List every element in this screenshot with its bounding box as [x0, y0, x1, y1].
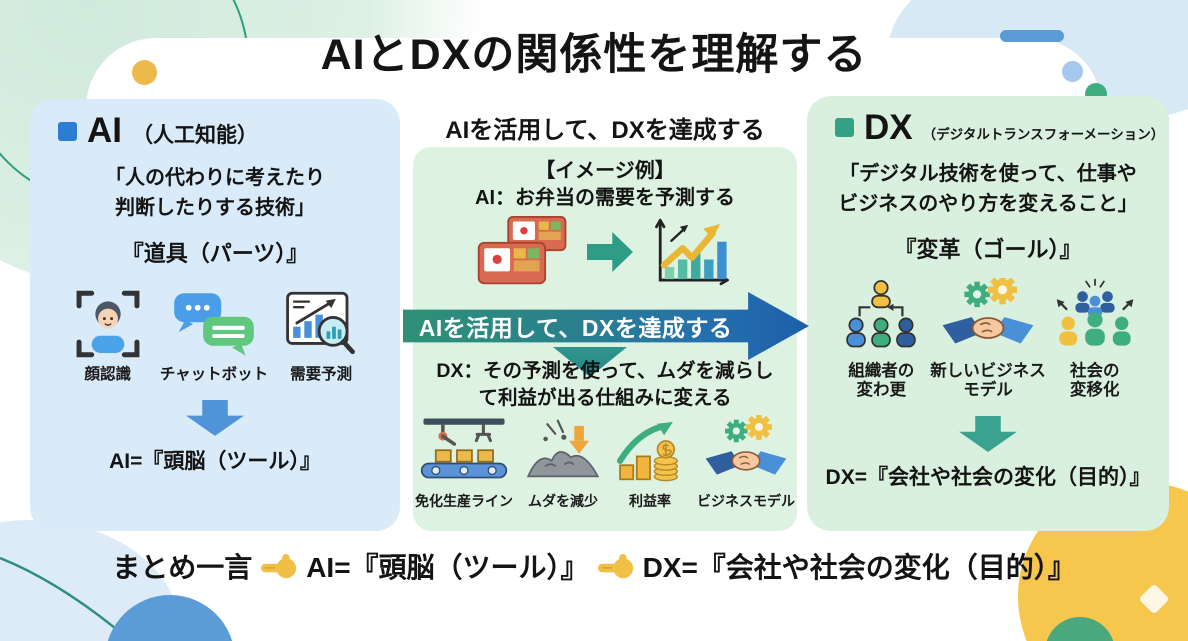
summary-ai: AI=『頭脳（ツール）』	[306, 552, 589, 583]
down-arrow-icon	[186, 399, 244, 436]
handshake-gears-icon	[942, 278, 1034, 344]
icon-label: ビジネスモデル	[697, 493, 795, 509]
business-model-item: ビジネスモデル	[697, 415, 795, 509]
icon-label: 組織者の 変わ更	[848, 362, 914, 400]
blue-square-bullet-icon	[58, 121, 77, 141]
summary-dx: DX=『会社や社会の変化（目的）』	[642, 552, 1076, 583]
summary-line: まとめ一言 AI=『頭脳（ツール）』 DX=『会社や社会の変化（目的）』	[0, 546, 1188, 586]
teal-square-bullet-icon	[835, 118, 854, 137]
pointing-hand-icon	[261, 553, 297, 580]
page-title: AIとDXの関係性を理解する	[320, 31, 868, 79]
dx-panel-header: DX （デジタルトランスフォーメーション）	[807, 96, 1169, 145]
ai-role: 『道具（パーツ）』	[121, 241, 309, 266]
face-recognition-icon	[76, 290, 140, 358]
ai-definition-line2: 判断したりする技術」	[115, 197, 315, 219]
ai-panel-header: AI （人工知能）	[30, 99, 400, 149]
icon-label-line1: 社会の	[1070, 362, 1120, 380]
society-change-item: 社会の 変移化	[1054, 278, 1136, 400]
waste-reduction-item: ムダを減少	[523, 415, 603, 509]
profit-item: 利益率	[613, 415, 687, 509]
ai-example-demand-forecast: 需要予測	[282, 284, 360, 384]
teal-curve-decoration	[0, 556, 116, 629]
dx-definition: 「デジタル技術を使って、仕事や ビジネスのやり方を変えること」	[807, 159, 1169, 219]
icon-label: 需要予測	[290, 366, 353, 383]
ai-definition: 「人の代わりに考えたり 判断したりする技術」	[30, 163, 400, 223]
dx-conclusion: DX=『会社や社会の変化（目的）』	[825, 465, 1151, 489]
chatbot-icon	[174, 293, 254, 356]
handshake-gears-icon	[705, 415, 787, 475]
icon-label: ムダを減少	[528, 493, 598, 509]
new-business-model-item: 新しいビジネス モデル	[930, 278, 1046, 400]
icon-label: 免化生産ライン	[415, 493, 513, 509]
icon-label-line2: 変わ更	[856, 380, 907, 399]
org-change-item: 組織者の 変わ更	[840, 278, 922, 400]
waste-reduction-icon	[526, 419, 600, 478]
org-change-icon	[846, 280, 917, 348]
ai-panel: AI （人工知能） 「人の代わりに考えたり 判断したりする技術」 『道具（パーツ…	[30, 99, 400, 531]
icon-label-line1: 組織者の	[848, 362, 915, 380]
light-blue-dot-decoration	[1062, 61, 1083, 82]
pointing-hand-icon	[597, 553, 634, 580]
yellow-dot-decoration	[132, 60, 157, 85]
center-heading: AIを活用して、DXを達成する	[445, 117, 765, 144]
dx-heading: DX	[864, 108, 913, 147]
main-arrow-label: AIを活用して、DXを達成する	[418, 315, 733, 341]
ai-example-text: AI：お弁当の需要を予測する	[475, 187, 735, 209]
demand-forecast-icon	[286, 291, 356, 355]
down-arrow-icon	[959, 415, 1017, 452]
icon-label: 社会の 変移化	[1070, 362, 1120, 400]
dx-example-line1: DX：その予測を使って、ムダを減らし	[436, 360, 774, 382]
example-title: 【イメージ例】	[535, 160, 675, 182]
dx-definition-line2: ビジネスのやり方を変えること」	[838, 193, 1138, 215]
production-line-item: 免化生産ライン	[415, 415, 513, 509]
bento-box-icon	[477, 216, 567, 285]
icon-label-line2: 変移化	[1070, 380, 1120, 399]
ai-examples-row: 顔認識 チャットボット	[30, 284, 400, 384]
ai-example-chatbot: チャットボット	[160, 286, 268, 384]
blue-bar-decoration	[1000, 30, 1064, 42]
bento-to-chart-row	[413, 211, 797, 293]
icon-label: 利益率	[629, 493, 671, 509]
growth-chart-icon	[655, 218, 729, 286]
right-arrow-icon	[587, 232, 633, 272]
ai-heading: AI	[87, 111, 122, 150]
dx-example-line2: て利益が出る仕組みに変える	[478, 387, 732, 410]
icon-label-line2: モデル	[963, 380, 1013, 399]
profit-icon	[616, 422, 679, 482]
icon-label: 新しいビジネス モデル	[930, 362, 1046, 400]
ai-example-face-recognition: 顔認識	[70, 286, 146, 384]
society-change-icon	[1056, 278, 1134, 346]
dx-heading-sub: （デジタルトランスフォーメーション）	[922, 127, 1165, 142]
dx-example-text: DX：その予測を使って、ムダを減らし て利益が出る仕組みに変える	[413, 358, 797, 413]
ai-conclusion: AI=『頭脳（ツール）』	[109, 449, 321, 473]
dx-role: 『変革（ゴール）』	[894, 237, 1082, 262]
dx-panel: DX （デジタルトランスフォーメーション） 「デジタル技術を使って、仕事や ビジ…	[807, 96, 1169, 531]
dx-definition-line1: 「デジタル技術を使って、仕事や	[839, 163, 1137, 185]
icon-label: 顔認識	[84, 366, 132, 383]
dx-example-icons-row: 免化生産ライン ムダを減少	[413, 415, 797, 509]
production-line-icon	[420, 418, 508, 479]
icon-label-line1: 新しいビジネス	[930, 362, 1046, 380]
dx-examples-row: 組織者の 変わ更	[807, 278, 1169, 400]
ai-definition-line1: 「人の代わりに考えたり	[105, 167, 325, 189]
summary-label: まとめ一言	[112, 552, 253, 583]
icon-label: チャットボット	[159, 366, 269, 383]
ai-heading-sub: （人工知能）	[132, 124, 258, 147]
